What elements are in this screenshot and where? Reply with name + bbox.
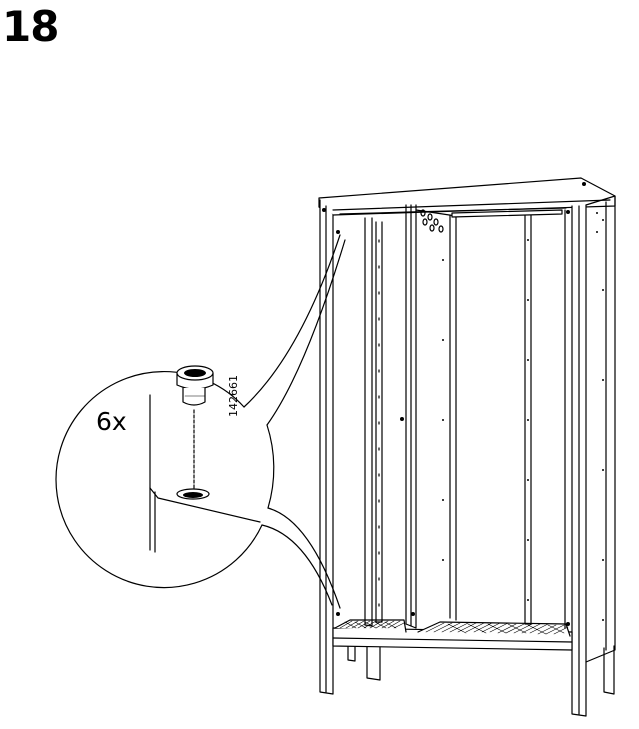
part-number-label: 142661 [227,375,240,417]
detail-callout [55,234,346,609]
step-number: 18 [2,2,59,51]
plastic-cap-part [176,365,214,406]
post-holes [322,182,604,626]
quantity-label: 6x [96,407,127,436]
cabinet-frame [318,177,616,717]
interior-panels [364,204,566,629]
bottom-shelf-mesh [339,620,569,635]
detail-view [149,394,261,553]
